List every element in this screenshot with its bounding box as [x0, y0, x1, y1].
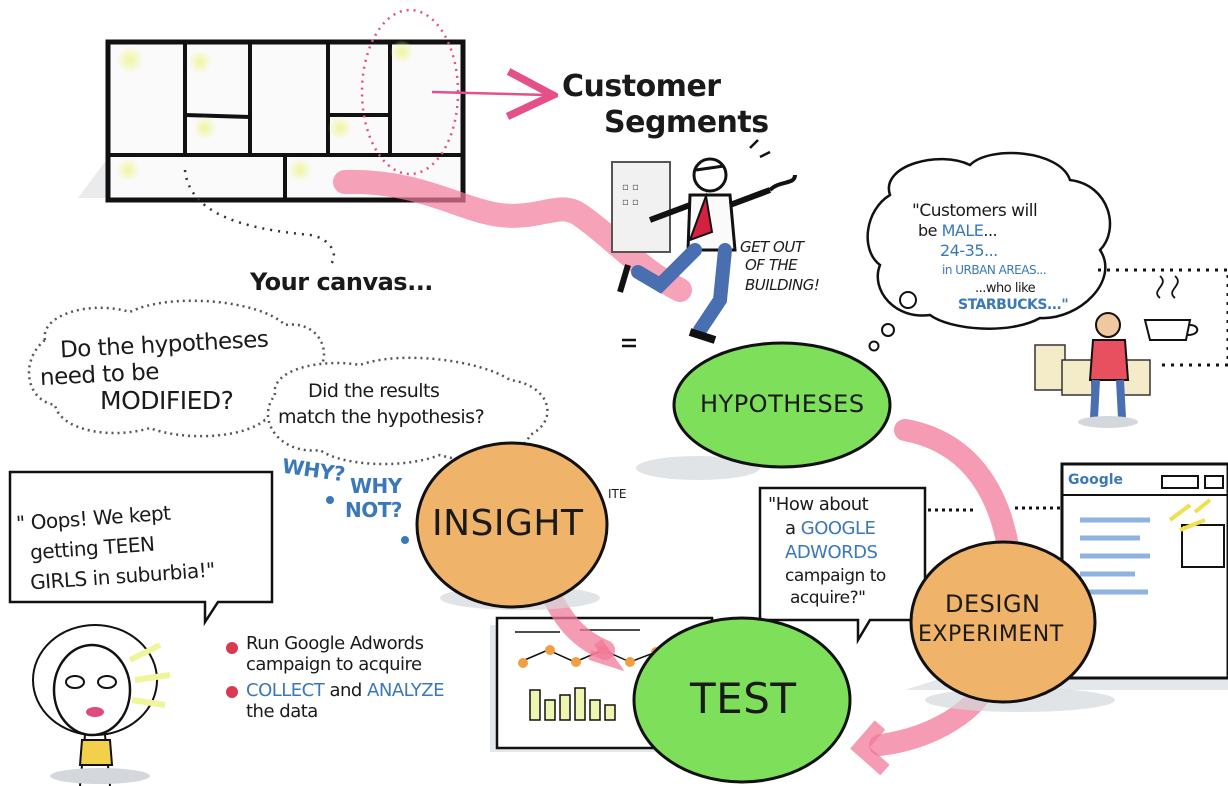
adwords-quote-line4: campaign to — [785, 566, 886, 586]
bullet-dot-2 — [226, 686, 238, 698]
customers-quote-line1: "Customers will — [912, 201, 1038, 221]
ite-label: ITE — [608, 487, 627, 501]
insight-label: INSIGHT — [432, 503, 584, 544]
get-out-line2: OF THE — [745, 256, 798, 274]
man-with-coffee-illustration — [1034, 268, 1228, 428]
customers-quote-line5: ...who like — [975, 281, 1036, 296]
customer-segments-label-line1: Customer — [562, 69, 721, 104]
bullet2-and: and — [324, 680, 368, 701]
business-model-canvas — [78, 8, 548, 266]
oops-speech-box — [8, 470, 274, 627]
hypotheses-circle — [672, 341, 892, 469]
customers-quote-line6: STARBUCKS..." — [958, 297, 1069, 313]
bullet2-line1: COLLECT and ANALYZE — [246, 682, 444, 700]
customers-quote-male: MALE — [941, 221, 984, 240]
svg-text:▫ ▫: ▫ ▫ — [622, 197, 639, 208]
why-not-line2: NOT? — [345, 498, 402, 522]
customers-quote-line2: be MALE... — [918, 221, 998, 240]
bullet1-line2: campaign to acquire — [246, 654, 422, 675]
experiment-label: EXPERIMENT — [918, 622, 1064, 647]
svg-text:▫ ▫: ▫ ▫ — [622, 182, 639, 193]
hyp-modified-line3: MODIFIED? — [100, 386, 234, 415]
adwords-quote-a: a — [785, 518, 801, 539]
customers-quote-be: be — [918, 221, 942, 240]
pink-swoosh-canvas — [333, 169, 692, 302]
hypotheses-label: HYPOTHESES — [700, 390, 865, 418]
adwords-quote-line1: "How about — [768, 494, 869, 515]
bullet2-collect: COLLECT — [246, 680, 325, 701]
get-out-line1: GET OUT — [740, 238, 804, 256]
adwords-quote-line5: acquire?" — [790, 588, 866, 608]
arrow-hypotheses-to-design — [894, 419, 1021, 571]
bullet2-line2: the data — [246, 701, 318, 722]
adwords-quote-google: GOOGLE — [800, 518, 876, 539]
woman-illustration — [32, 624, 171, 786]
design-label: DESIGN — [945, 590, 1041, 618]
customers-thought-bubble — [866, 151, 1112, 352]
customers-quote-line4: in URBAN AREAS... — [942, 263, 1047, 277]
bullet1-line1: Run Google Adwords — [246, 633, 424, 654]
google-logo: Google — [1068, 472, 1124, 488]
your-canvas-label: Your canvas... — [250, 268, 433, 296]
design-experiment-circle — [909, 540, 1097, 704]
customers-quote-line3: 24-35... — [940, 241, 998, 260]
test-circle — [632, 616, 852, 784]
running-man-illustration: ▫ ▫ ▫ ▫ — [611, 139, 797, 348]
adwords-quote-line3: ADWORDS — [785, 542, 878, 563]
results-match-line1: Did the results — [308, 380, 440, 402]
google-browser-mockup — [905, 462, 1228, 690]
results-match-line2: match the hypothesis? — [278, 406, 485, 428]
adwords-speech-box — [758, 486, 1065, 645]
why-not-line1: WHY — [350, 474, 402, 498]
get-out-line3: BUILDING! — [745, 276, 820, 294]
adwords-quote-line2: a GOOGLE — [785, 518, 876, 539]
bullet2-analyze: ANALYZE — [367, 680, 444, 701]
customer-segments-label-line2: Segments — [604, 105, 769, 140]
bullet-dot-1 — [226, 642, 238, 654]
customers-quote-ellipsis: ... — [983, 221, 998, 240]
insight-circle — [415, 441, 609, 609]
test-label: TEST — [690, 674, 797, 723]
